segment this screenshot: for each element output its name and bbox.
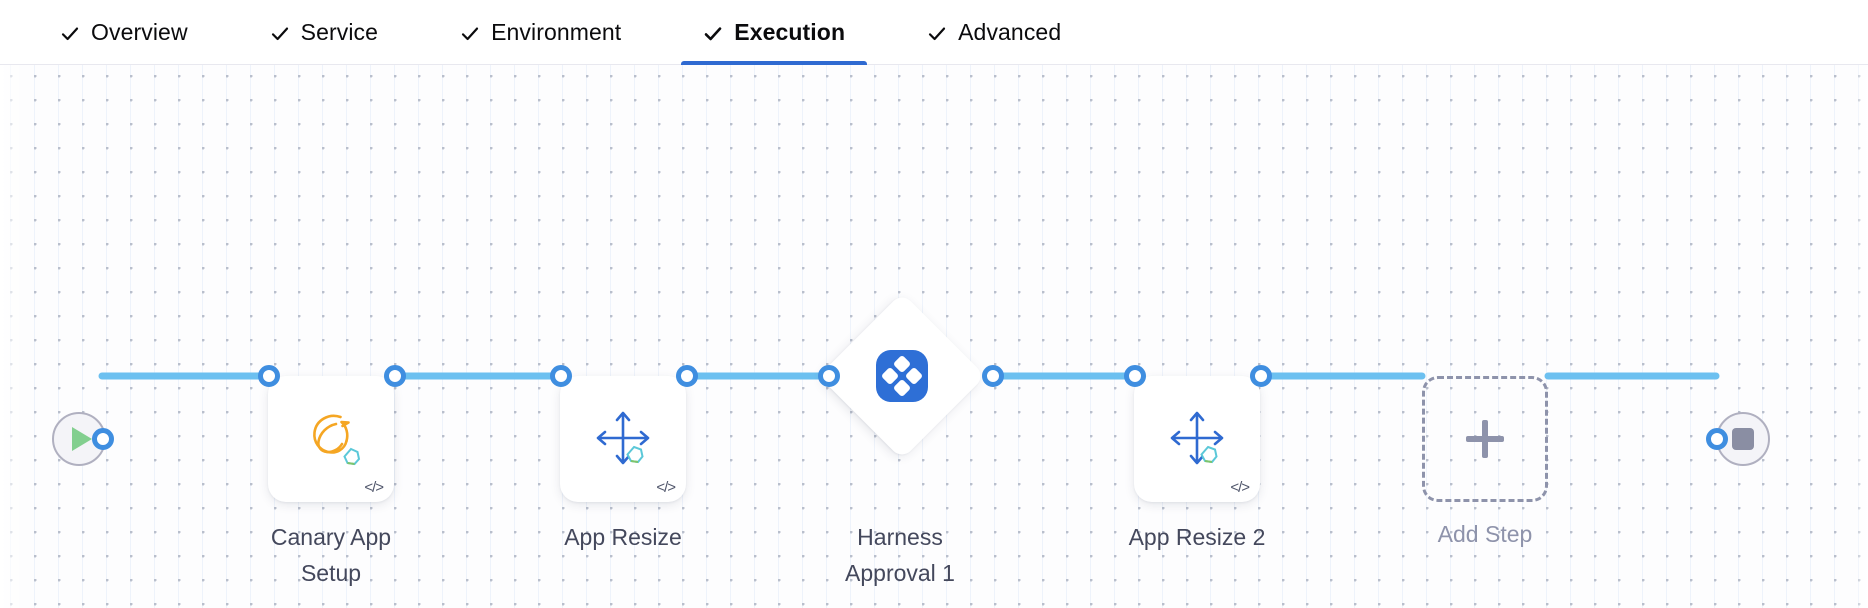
connector-knob-canary-out[interactable] xyxy=(384,365,406,387)
connector-knob-end-in[interactable] xyxy=(1706,428,1728,450)
stop-icon xyxy=(1732,428,1754,450)
check-icon xyxy=(927,24,947,44)
play-icon xyxy=(72,427,92,451)
add-step-label: Add Step xyxy=(1437,521,1533,547)
step-label-app-resize: App Resize xyxy=(564,524,682,550)
code-badge-icon: </> xyxy=(656,479,676,496)
resize-arrows-icon xyxy=(560,376,686,502)
connector-knob-approval-in[interactable] xyxy=(818,365,840,387)
code-badge-icon: </> xyxy=(1230,479,1250,496)
tab-execution[interactable]: Execution xyxy=(681,0,867,65)
canary-bird-icon xyxy=(268,376,394,502)
tab-label: Environment xyxy=(491,19,622,45)
step-card[interactable]: </> xyxy=(268,376,394,502)
connector-knob-resize2-out[interactable] xyxy=(1250,365,1272,387)
step-node-app-resize-2[interactable]: </> xyxy=(1134,376,1260,502)
check-icon xyxy=(460,24,480,44)
check-icon xyxy=(60,24,80,44)
code-badge-icon: </> xyxy=(364,479,384,496)
tab-advanced[interactable]: Advanced xyxy=(905,0,1083,65)
step-card[interactable]: </> xyxy=(1134,376,1260,502)
step-node-app-resize[interactable]: </> xyxy=(560,376,686,502)
tab-label: Advanced xyxy=(958,19,1062,45)
harness-approval-icon xyxy=(843,317,961,435)
add-step-node[interactable] xyxy=(1422,376,1548,502)
tab-label: Overview xyxy=(91,19,188,45)
check-icon xyxy=(270,24,290,44)
connector-knob-resize2-in[interactable] xyxy=(1124,365,1146,387)
plus-icon xyxy=(1466,420,1504,458)
tab-overview[interactable]: Overview xyxy=(38,0,210,65)
connector-knob-resize-out[interactable] xyxy=(676,365,698,387)
tab-environment[interactable]: Environment xyxy=(438,0,643,65)
connector-knob-resize-in[interactable] xyxy=(550,365,572,387)
pipeline-stage-tabs: Overview Service Environment Execution A xyxy=(0,0,1868,65)
connector-knob-start-out[interactable] xyxy=(92,428,114,450)
tab-label: Execution xyxy=(734,19,846,45)
tab-service[interactable]: Service xyxy=(248,0,400,65)
step-card[interactable]: </> xyxy=(560,376,686,502)
step-node-harness-approval-1[interactable] xyxy=(818,292,986,460)
tab-label: Service xyxy=(300,19,379,45)
approval-diamond[interactable] xyxy=(818,292,986,460)
step-node-canary-app-setup[interactable]: </> xyxy=(268,376,394,502)
resize-arrows-icon xyxy=(1134,376,1260,502)
step-label-canary-app-setup: Canary App Setup xyxy=(270,524,392,586)
check-icon xyxy=(703,24,723,44)
pipeline-canvas[interactable]: </> Canary App Setup xyxy=(0,65,1868,608)
step-label-harness-approval-1: Harness Approval 1 xyxy=(845,524,955,586)
connector-knob-approval-out[interactable] xyxy=(982,365,1004,387)
step-label-app-resize-2: App Resize 2 xyxy=(1128,524,1266,550)
add-step-button[interactable] xyxy=(1422,376,1548,502)
connector-knob-canary-in[interactable] xyxy=(258,365,280,387)
